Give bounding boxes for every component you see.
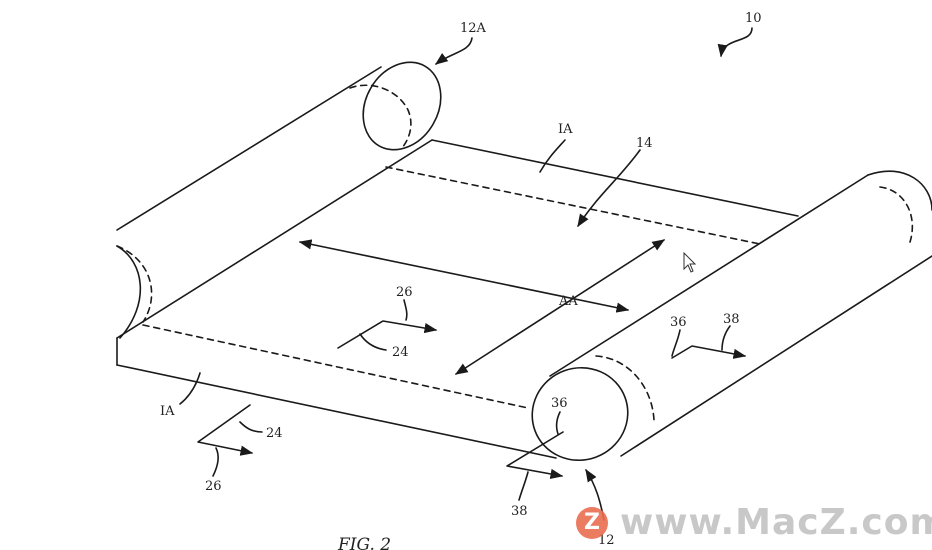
label-AA: AA bbox=[558, 294, 578, 309]
label-14: 14 bbox=[636, 136, 653, 151]
leader-36-bottom bbox=[555, 411, 561, 435]
left-roll-near-cap bbox=[116, 245, 142, 339]
leader-10 bbox=[717, 27, 753, 58]
right-axis-36-38 bbox=[671, 345, 747, 359]
left-roll-end-dashed bbox=[349, 84, 412, 149]
right-roll-bottom-edge bbox=[620, 255, 932, 457]
leader-IA-left bbox=[179, 372, 201, 405]
figure-caption: FIG. 2 bbox=[337, 535, 391, 550]
watermark-text: www.MacZ.com bbox=[620, 502, 932, 543]
label-38-right: 38 bbox=[723, 312, 740, 327]
sheet-bottom-edge bbox=[116, 364, 557, 459]
label-12: 12 bbox=[598, 533, 615, 548]
leader-38-bottom bbox=[518, 471, 529, 501]
display-sheet bbox=[116, 139, 799, 459]
leader-14 bbox=[577, 149, 641, 228]
label-36-right: 36 bbox=[670, 315, 687, 330]
label-24-bottom: 24 bbox=[266, 426, 283, 441]
bottom-axis-36-38 bbox=[506, 431, 564, 479]
right-roll-top-edge bbox=[549, 174, 869, 377]
sheet-top-edge bbox=[431, 139, 799, 217]
right-roll-far-dashed bbox=[879, 186, 914, 243]
label-38-bottom: 38 bbox=[511, 504, 528, 519]
bottom-axis-24-26 bbox=[197, 404, 254, 456]
left-roll-near-dashed bbox=[116, 245, 153, 323]
mouse-pointer-icon bbox=[683, 251, 697, 278]
leader-24-center bbox=[359, 333, 387, 351]
active-area-top-dashed bbox=[385, 166, 761, 245]
label-26-bottom: 26 bbox=[205, 479, 222, 494]
center-axis-24-26 bbox=[337, 320, 438, 349]
label-36-bottom: 36 bbox=[551, 396, 568, 411]
leader-26-bottom bbox=[212, 447, 219, 477]
active-area-bottom-dashed bbox=[142, 324, 529, 409]
label-26-center: 26 bbox=[396, 285, 413, 300]
left-roll-top-edge bbox=[116, 66, 382, 231]
left-roll-12A bbox=[116, 61, 442, 339]
label-IA-left: IA bbox=[160, 404, 175, 419]
label-IA-top: IA bbox=[558, 122, 573, 137]
label-24-center: 24 bbox=[392, 345, 409, 360]
label-12A: 12A bbox=[460, 21, 487, 36]
label-10: 10 bbox=[745, 11, 762, 26]
leader-38-right bbox=[721, 325, 731, 351]
left-roll-bottom-edge bbox=[116, 139, 433, 339]
left-roll-end-cap bbox=[362, 61, 442, 151]
leader-12A bbox=[434, 37, 473, 65]
leader-24-bottom bbox=[239, 421, 263, 433]
leader-IA-top bbox=[539, 139, 566, 173]
right-roll-end-dashed bbox=[595, 355, 655, 421]
leader-26-center bbox=[403, 299, 408, 321]
aa-diagonal-arrow bbox=[454, 239, 666, 375]
right-roll-far-cap bbox=[867, 170, 932, 211]
leader-36-right bbox=[671, 329, 681, 357]
aa-horizontal-arrow bbox=[298, 239, 630, 313]
watermark-logo-icon: Z bbox=[576, 507, 608, 539]
